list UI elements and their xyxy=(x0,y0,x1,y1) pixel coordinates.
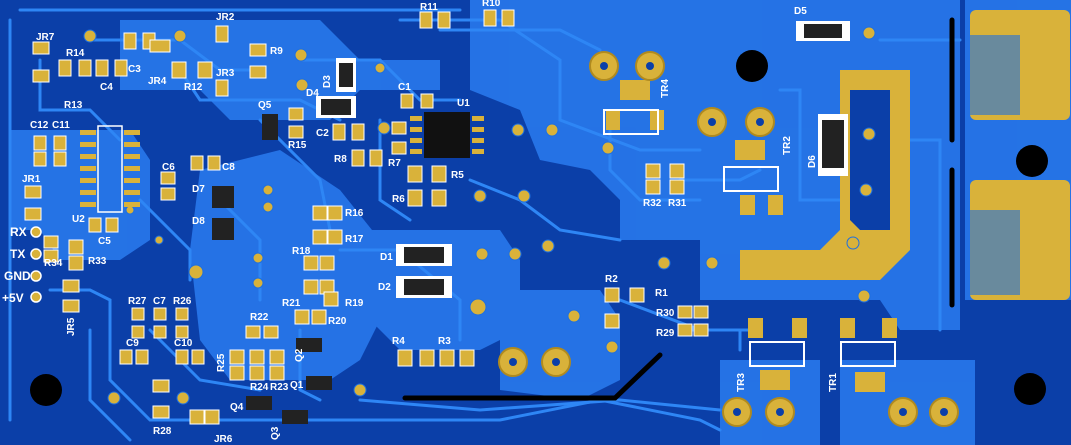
designator-q4: Q4 xyxy=(230,402,244,413)
keepout-bars xyxy=(402,17,955,401)
designator-d8: D8 xyxy=(192,216,205,227)
packages xyxy=(212,21,896,424)
designator-jr2: JR2 xyxy=(216,12,235,23)
designator-r28: R28 xyxy=(153,426,172,437)
designator-d2: D2 xyxy=(378,282,391,293)
designator-jr5: JR5 xyxy=(66,317,77,336)
designator-r6: R6 xyxy=(392,194,405,205)
designator-q1: Q1 xyxy=(290,380,304,391)
designator-r32: R32 xyxy=(643,198,662,209)
designator-d3: D3 xyxy=(322,75,333,88)
designator-tr3: TR3 xyxy=(736,373,747,392)
designator-c6: C6 xyxy=(162,162,175,173)
designator-c8: C8 xyxy=(222,162,235,173)
designator-r25: R25 xyxy=(216,353,227,372)
designator-u1: U1 xyxy=(457,98,470,109)
designator-jr4: JR4 xyxy=(148,76,167,87)
designator-r18: R18 xyxy=(292,246,311,257)
designator-jr1: JR1 xyxy=(22,174,41,185)
designator-q3: Q3 xyxy=(270,426,281,440)
designator-r21: R21 xyxy=(282,298,301,309)
connector-labels: RX TX GND +5V xyxy=(2,225,31,305)
vias xyxy=(83,26,876,405)
designator-r12: R12 xyxy=(184,82,203,93)
designator-d7: D7 xyxy=(192,184,205,195)
designator-c9: C9 xyxy=(126,338,139,349)
designator-r10: R10 xyxy=(482,0,501,9)
connector-label-1: TX xyxy=(10,247,25,261)
designator-r33: R33 xyxy=(88,256,107,267)
designator-r15: R15 xyxy=(288,140,307,151)
designator-d5: D5 xyxy=(794,6,807,17)
designator-d6: D6 xyxy=(807,155,818,168)
designator-r29: R29 xyxy=(656,328,675,339)
designator-c2: C2 xyxy=(316,128,329,139)
designator-r30: R30 xyxy=(656,308,675,319)
screw-terminal-pads xyxy=(498,51,959,427)
connector-label-2: GND xyxy=(4,269,31,283)
ic-u1 xyxy=(410,112,484,158)
designator-r24: R24 xyxy=(250,382,269,393)
designator-u2: U2 xyxy=(72,214,85,225)
designator-jr6: JR6 xyxy=(214,434,233,445)
silkscreen-labels: JR7R14R13C4C3JR4R12JR2JR3R9Q5R15D3D4C2C1… xyxy=(22,0,839,445)
designator-r23: R23 xyxy=(270,382,289,393)
designator-c10: C10 xyxy=(174,338,193,349)
designator-r22: R22 xyxy=(250,312,269,323)
designator-r2: R2 xyxy=(605,274,618,285)
designator-c3: C3 xyxy=(128,64,141,75)
designator-tr4: TR4 xyxy=(660,79,671,98)
designator-d1: D1 xyxy=(380,252,393,263)
smd-pads xyxy=(24,9,709,425)
designator-r17: R17 xyxy=(345,234,364,245)
designator-r14: R14 xyxy=(66,48,85,59)
designator-c11: C11 xyxy=(52,120,70,131)
designator-r8: R8 xyxy=(334,154,347,165)
designator-r31: R31 xyxy=(668,198,687,209)
designator-c12: C12 xyxy=(30,120,49,131)
designator-r11: R11 xyxy=(420,2,438,13)
ic-u2 xyxy=(80,125,140,213)
designator-r9: R9 xyxy=(270,46,283,57)
serial-connector-pads xyxy=(30,226,42,303)
designator-c7: C7 xyxy=(153,296,166,307)
designator-r34: R34 xyxy=(44,258,63,269)
designator-r26: R26 xyxy=(173,296,192,307)
designator-r19: R19 xyxy=(345,298,364,309)
connector-label-3: +5V xyxy=(2,291,24,305)
designator-r5: R5 xyxy=(451,170,464,181)
designator-r4: R4 xyxy=(392,336,405,347)
designator-q5: Q5 xyxy=(258,100,272,111)
mounting-holes xyxy=(30,50,1048,406)
designator-r13: R13 xyxy=(64,100,83,111)
designator-tr2: TR2 xyxy=(782,136,793,155)
designator-r1: R1 xyxy=(655,288,668,299)
connector-label-0: RX xyxy=(10,225,27,239)
designator-r16: R16 xyxy=(345,208,364,219)
designator-r27: R27 xyxy=(128,296,147,307)
designator-c4: C4 xyxy=(100,82,113,93)
designator-r3: R3 xyxy=(438,336,451,347)
designator-jr7: JR7 xyxy=(36,32,55,43)
power-traces xyxy=(606,10,1070,392)
designator-c5: C5 xyxy=(98,236,111,247)
designator-c1: C1 xyxy=(398,82,411,93)
designator-jr3: JR3 xyxy=(216,68,235,79)
designator-r20: R20 xyxy=(328,316,347,327)
designator-d4: D4 xyxy=(306,88,319,99)
designator-q2: Q2 xyxy=(294,348,305,362)
designator-tr1: TR1 xyxy=(828,373,839,392)
designator-r7: R7 xyxy=(388,158,401,169)
